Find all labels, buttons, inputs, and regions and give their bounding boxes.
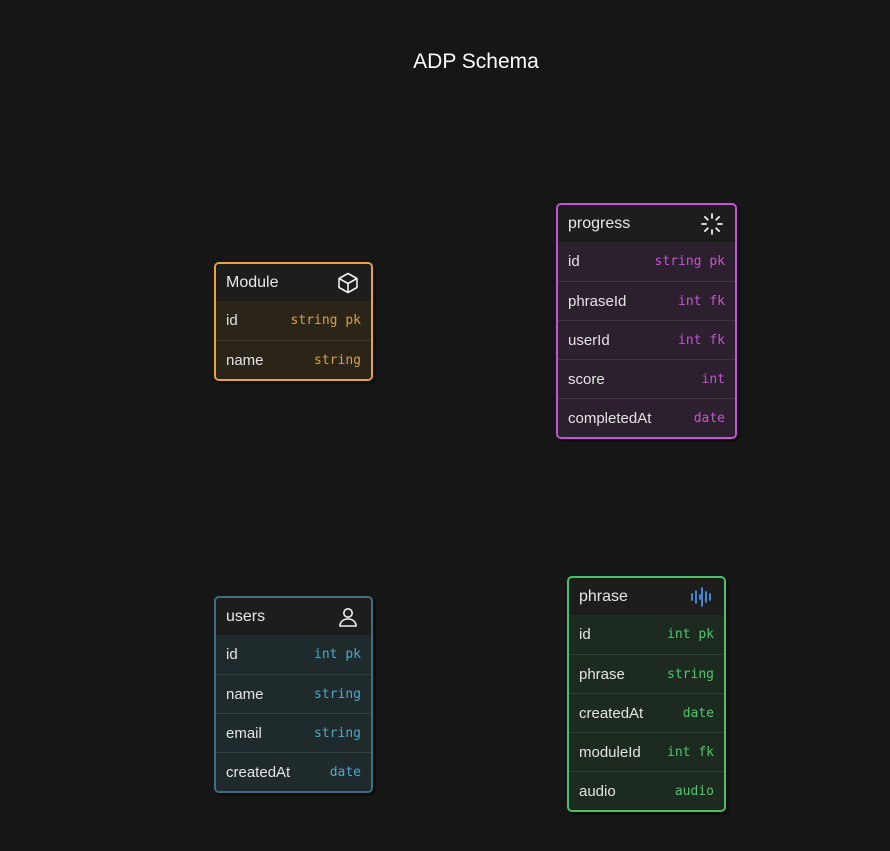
table-name: users: [226, 607, 266, 625]
field-name: name: [226, 685, 264, 703]
field-name: createdAt: [226, 763, 291, 781]
field-type: int fk: [667, 744, 714, 760]
field-name: completedAt: [568, 409, 652, 427]
field-type: string: [314, 352, 361, 368]
field-name: userId: [568, 331, 610, 349]
field-row[interactable]: score int: [558, 359, 735, 398]
field-name: id: [226, 312, 238, 329]
field-row[interactable]: createdAt date: [569, 693, 724, 732]
field-type: string: [314, 686, 361, 702]
diagram-title: ADP Schema: [413, 50, 539, 73]
table-header: users: [216, 598, 371, 635]
field-name: name: [226, 351, 264, 369]
field-type: int fk: [678, 332, 725, 348]
field-list: id string pk name string: [216, 301, 371, 379]
table-name: phrase: [579, 587, 628, 605]
table-header: phrase: [569, 578, 724, 615]
loading-spinner-icon: [699, 211, 725, 237]
field-type: int: [701, 371, 725, 387]
field-type: string: [314, 725, 361, 741]
table-module[interactable]: Module id string pk name string: [214, 262, 373, 381]
field-type: int pk: [314, 647, 361, 662]
field-type: int fk: [678, 293, 725, 309]
field-name: id: [579, 626, 591, 643]
table-users[interactable]: users id int pk name string email string creat…: [214, 596, 373, 793]
table-name: progress: [568, 214, 631, 232]
field-name: id: [568, 253, 580, 270]
cube-icon: [335, 270, 361, 296]
field-row[interactable]: name string: [216, 340, 371, 379]
field-row[interactable]: createdAt date: [216, 752, 371, 791]
field-type: int pk: [667, 627, 714, 642]
field-row[interactable]: name string: [216, 674, 371, 713]
field-list: id int pk phrase string createdAt date moduleI…: [569, 615, 724, 810]
field-name: phraseId: [568, 292, 627, 310]
user-icon: [335, 604, 361, 630]
field-row[interactable]: phrase string: [569, 654, 724, 693]
field-row[interactable]: moduleId int fk: [569, 732, 724, 771]
field-type: date: [693, 410, 725, 426]
field-type: date: [682, 705, 714, 721]
field-name: createdAt: [579, 704, 644, 722]
field-name: moduleId: [579, 743, 641, 761]
field-row[interactable]: id int pk: [216, 635, 371, 674]
field-row[interactable]: email string: [216, 713, 371, 752]
field-type: string pk: [290, 313, 361, 328]
field-row[interactable]: id string pk: [216, 301, 371, 340]
field-name: phrase: [579, 665, 625, 683]
field-row[interactable]: phraseId int fk: [558, 281, 735, 320]
field-name: score: [568, 370, 605, 388]
field-row[interactable]: id string pk: [558, 242, 735, 281]
field-name: email: [226, 724, 262, 742]
field-list: id int pk name string email string createdAt da…: [216, 635, 371, 791]
field-type: string: [667, 666, 714, 682]
field-list: id string pk phraseId int fk userId int fk sco…: [558, 242, 735, 437]
field-row[interactable]: userId int fk: [558, 320, 735, 359]
field-type: date: [329, 764, 361, 780]
field-name: audio: [579, 782, 616, 800]
table-header: progress: [558, 205, 735, 242]
table-header: Module: [216, 264, 371, 301]
field-type: audio: [674, 783, 714, 799]
field-name: id: [226, 646, 238, 663]
audio-waveform-icon: [688, 584, 714, 610]
field-type: string pk: [654, 254, 725, 269]
field-row[interactable]: completedAt date: [558, 398, 735, 437]
field-row[interactable]: audio audio: [569, 771, 724, 810]
table-name: Module: [226, 273, 279, 291]
table-phrase[interactable]: phrase id int pk phrase string createdAt date…: [567, 576, 726, 812]
field-row[interactable]: id int pk: [569, 615, 724, 654]
